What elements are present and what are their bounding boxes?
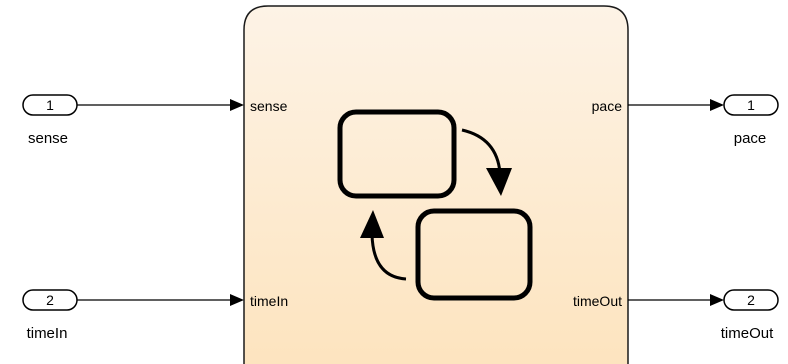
transition-arrow-up [370,233,407,281]
outport-1-number: 1 [747,97,755,113]
outport-1-name: pace [734,130,767,147]
signal-arrowhead-pace [710,99,724,111]
stateflow-chart-icon [337,109,533,301]
transition-arrow-down [461,128,502,174]
inport-2[interactable]: 2 timeIn [22,289,78,342]
inport-1[interactable]: 1 sense [22,94,78,147]
inport-2-name: timeIn [27,325,68,342]
block-input-label-sense: sense [250,98,288,114]
state-box-top [337,109,457,199]
block-output-label-timeout: timeOut [573,293,622,309]
signal-arrowhead-timein [230,294,244,306]
arrowhead-up [360,210,384,238]
signal-arrowhead-sense [230,99,244,111]
inport-1-name: sense [28,130,68,147]
block-input-label-timein: timeIn [250,293,288,309]
outport-1[interactable]: 1 pace [723,94,779,147]
outport-2[interactable]: 2 timeOut [721,289,779,342]
outport-2-block[interactable] [723,289,779,311]
stateflow-chart-block[interactable]: sense timeIn pace timeOut [243,5,629,364]
signal-arrowhead-timeout [710,294,724,306]
inport-2-number: 2 [46,292,54,308]
block-output-label-pace: pace [592,98,623,114]
state-box-bottom [415,208,533,301]
outport-2-name: timeOut [721,325,774,342]
arrowhead-down [486,168,512,196]
outport-1-block[interactable] [723,94,779,116]
inport-1-number: 1 [46,97,54,113]
outport-2-number: 2 [747,292,755,308]
chart-block-body[interactable] [243,5,629,364]
